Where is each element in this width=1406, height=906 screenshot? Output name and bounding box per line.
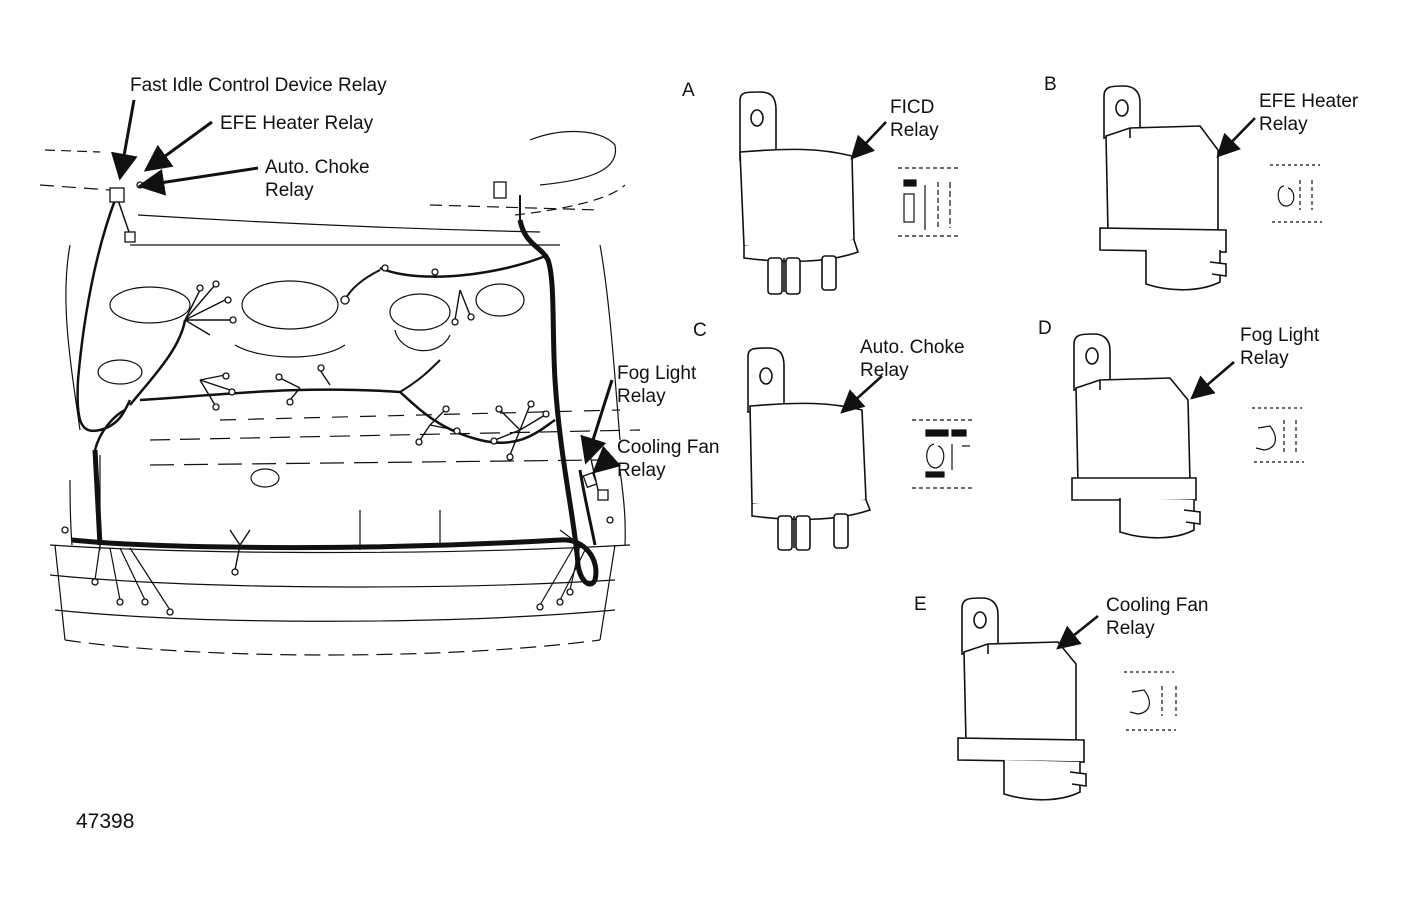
relay-e-letter: E	[914, 594, 927, 615]
relay-b-label-line1: EFE Heater	[1259, 91, 1359, 112]
relay-b-label: EFE Heater Relay	[1259, 90, 1358, 136]
harness-connectors	[61, 181, 614, 616]
efe-callout-arrow	[143, 120, 213, 172]
relay-b-efe-heater	[1099, 85, 1227, 291]
auto-choke-callout-line2: Relay	[265, 180, 314, 201]
relay-c-label-line2: Relay	[860, 360, 909, 381]
relay-c-pointer-arrow	[840, 375, 883, 414]
relay-c-auto-choke	[747, 347, 872, 551]
relay-a-label-line1: FICD	[890, 97, 935, 118]
relay-d-label-line1: Fog Light	[1240, 325, 1320, 346]
relay-a-label: FICD Relay	[890, 96, 939, 142]
relay-e-cooling-fan	[957, 597, 1087, 801]
relay-b-terminal-diagram	[1270, 164, 1322, 223]
cooling-fan-callout-label: Cooling Fan Relay	[617, 436, 719, 482]
relay-d-label: Fog Light Relay	[1240, 324, 1319, 370]
relay-e-label: Cooling Fan Relay	[1106, 594, 1208, 640]
relay-d-fog-light	[1071, 333, 1201, 539]
relay-c-label-line1: Auto. Choke	[860, 337, 965, 358]
relay-c-label: Auto. Choke Relay	[860, 336, 965, 382]
relay-c-terminal-diagram	[912, 419, 972, 489]
ficd-callout-arrow	[111, 99, 138, 181]
relay-a-pointer-arrow	[850, 121, 887, 160]
relay-d-letter: D	[1038, 318, 1052, 339]
wiring-harness	[71, 195, 599, 611]
relay-d-terminal-diagram	[1252, 407, 1304, 463]
engine-compartment-illustration	[39, 131, 641, 656]
relay-b-label-line2: Relay	[1259, 114, 1308, 135]
efe-callout-label: EFE Heater Relay	[220, 113, 374, 134]
auto-choke-callout-arrow	[137, 166, 259, 196]
cooling-fan-callout-arrow	[591, 445, 622, 474]
relay-d-pointer-arrow	[1190, 361, 1235, 400]
figure-number: 47398	[76, 810, 135, 833]
auto-choke-callout-line1: Auto. Choke	[265, 157, 370, 178]
relay-a-ficd	[739, 91, 860, 295]
relay-e-label-line1: Cooling Fan	[1106, 595, 1209, 616]
ficd-callout-label: Fast Idle Control Device Relay	[130, 75, 387, 96]
cooling-fan-callout-line2: Relay	[617, 460, 666, 481]
fog-light-callout-arrow	[580, 379, 614, 465]
engine-callout-arrows	[111, 99, 622, 474]
relay-a-terminal-diagram	[898, 167, 958, 237]
relay-e-pointer-arrow	[1056, 614, 1099, 650]
cooling-fan-callout-line1: Cooling Fan	[617, 437, 720, 458]
fog-light-callout-line2: Relay	[617, 386, 666, 407]
relay-b-pointer-arrow	[1216, 117, 1256, 158]
auto-choke-callout-label: Auto. Choke Relay	[265, 156, 370, 202]
relay-a-letter: A	[682, 80, 695, 101]
relay-b-letter: B	[1044, 74, 1057, 95]
relay-c-letter: C	[693, 320, 707, 341]
relay-a-label-line2: Relay	[890, 120, 939, 141]
fog-light-callout-line1: Fog Light	[617, 363, 697, 384]
relay-e-label-line2: Relay	[1106, 618, 1155, 639]
relay-e-terminal-diagram	[1124, 671, 1177, 731]
relay-d-label-line2: Relay	[1240, 348, 1289, 369]
fog-light-callout-label: Fog Light Relay	[617, 362, 696, 408]
